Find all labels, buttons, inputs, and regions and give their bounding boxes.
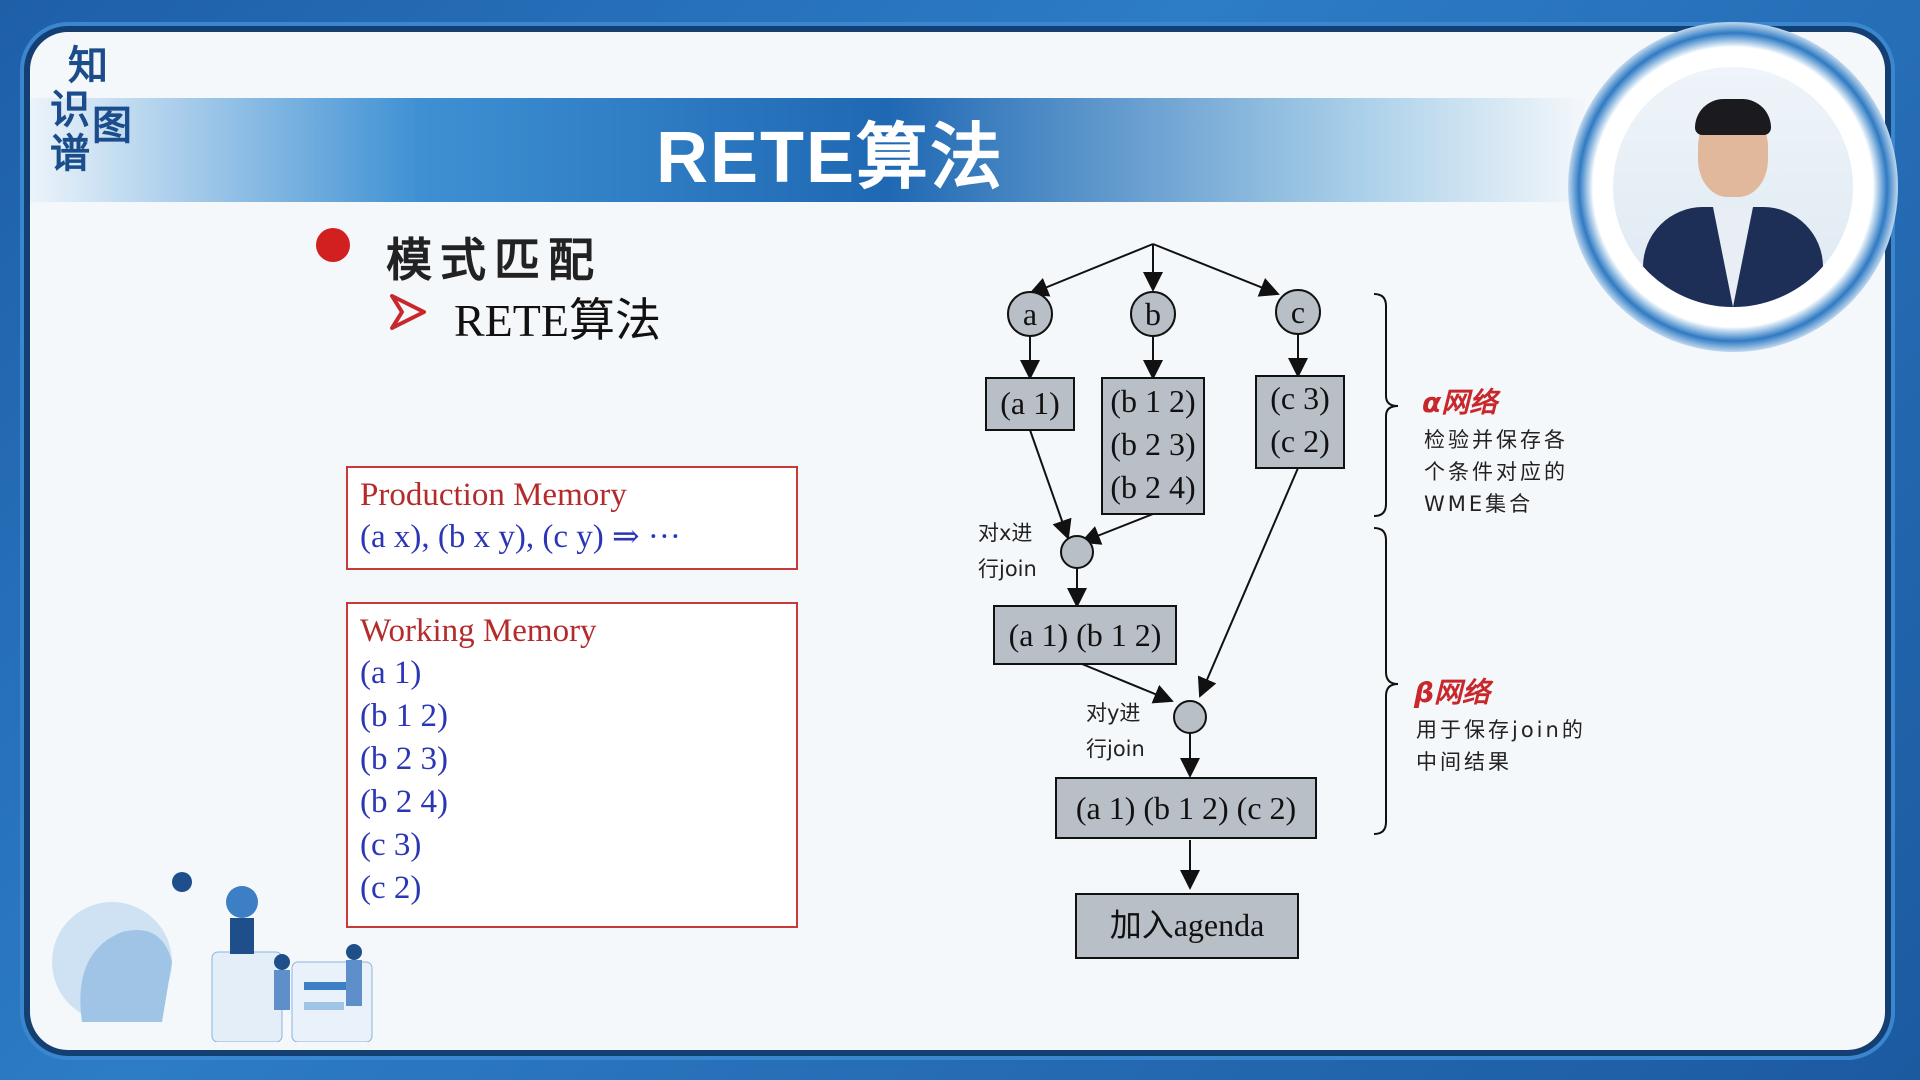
- production-memory-title: Production Memory: [360, 477, 627, 513]
- presenter-hair: [1695, 99, 1771, 135]
- working-memory-box: Working Memory (a 1) (b 1 2) (b 2 3) (b …: [346, 602, 798, 928]
- alpha-desc-line: WME集合: [1424, 492, 1534, 516]
- alpha-b-item: (b 1 2): [1110, 383, 1195, 419]
- logo-char: 谱: [50, 131, 90, 177]
- alpha-b-item: (b 2 4): [1110, 469, 1195, 505]
- alpha-b-item: (b 2 3): [1110, 426, 1195, 462]
- alpha-network-title: α网络: [1422, 386, 1501, 419]
- beta-2-item: (a 1) (b 1 2) (c 2): [1076, 790, 1296, 826]
- knowledge-graph-logo: 知 识 图 谱: [48, 46, 168, 186]
- join-node-y: [1173, 700, 1207, 734]
- circle-node-b: [1130, 291, 1176, 337]
- circle-node-a: [1007, 291, 1053, 337]
- alpha-c-item: (c 3): [1270, 380, 1330, 416]
- alpha-memory-c: [1255, 375, 1345, 469]
- wme-item: (a 1): [360, 655, 422, 691]
- join-y-label: 行join: [1086, 737, 1145, 761]
- decorative-ai-illustration: [52, 872, 373, 1042]
- join-x-label: 对x进: [978, 521, 1032, 545]
- production-memory-box: Production Memory (a x), (b x y), (c y) …: [346, 466, 798, 570]
- alpha-desc-line: 检验并保存各: [1424, 428, 1568, 452]
- logo-char: 识: [50, 87, 90, 133]
- circle-node-c: [1275, 289, 1321, 335]
- arrow-bullet-icon: [390, 294, 426, 330]
- production-memory-content: (a x), (b x y), (c y) ⇒ ···: [360, 519, 681, 555]
- join-y-label: 对y进: [1086, 701, 1140, 725]
- agenda-label: 加入agenda: [1110, 907, 1265, 943]
- wme-item: (c 2): [360, 870, 422, 906]
- rete-network-diagram: a b c (a 1) (b 1 2) (b 2 3) (b 2 4) (c 3…: [978, 243, 1501, 959]
- alpha-c-item: (c 2): [1270, 423, 1330, 459]
- logo-char: 知: [68, 43, 108, 89]
- wme-item: (b 2 3): [360, 741, 448, 777]
- join-x-label: 行join: [978, 557, 1037, 581]
- working-memory-title: Working Memory: [360, 613, 597, 649]
- circle-label-b: b: [1145, 296, 1161, 332]
- alpha-memory-b: [1101, 377, 1205, 515]
- circle-label-a: a: [1023, 296, 1037, 332]
- wme-item: (b 1 2): [360, 698, 448, 734]
- circle-label-c: c: [1291, 294, 1305, 330]
- beta-network-title: β网络: [1413, 676, 1494, 709]
- red-bullet-icon: [316, 228, 350, 262]
- title-banner: RETE算法: [30, 98, 1590, 202]
- alpha-network-desc: 检验并保存各 个条件对应的 WME集合: [1424, 424, 1568, 520]
- beta-desc-line: 用于保存join的: [1416, 718, 1586, 742]
- join-node-x: [1060, 535, 1094, 569]
- beta-desc-line: 中间结果: [1416, 750, 1512, 774]
- wme-item: (b 2 4): [360, 784, 448, 820]
- presenter-video: [1568, 22, 1898, 352]
- beta-network-desc: 用于保存join的 中间结果: [1416, 714, 1586, 778]
- beta-memory-2: [1055, 777, 1317, 839]
- beta-memory-1: [993, 605, 1177, 665]
- logo-char: 图: [92, 103, 132, 149]
- section-heading: 模式匹配: [386, 233, 602, 287]
- beta-1-item: (a 1) (b 1 2): [1009, 617, 1162, 653]
- alpha-memory-a: [985, 377, 1075, 431]
- alpha-a-item: (a 1): [1000, 385, 1060, 421]
- alpha-desc-line: 个条件对应的: [1424, 460, 1568, 484]
- slide-title: RETE算法: [655, 117, 1005, 198]
- presenter-avatar: [1613, 67, 1853, 307]
- wme-item: (c 3): [360, 827, 422, 863]
- agenda-node: [1075, 893, 1299, 959]
- sub-item: RETE算法: [454, 295, 661, 346]
